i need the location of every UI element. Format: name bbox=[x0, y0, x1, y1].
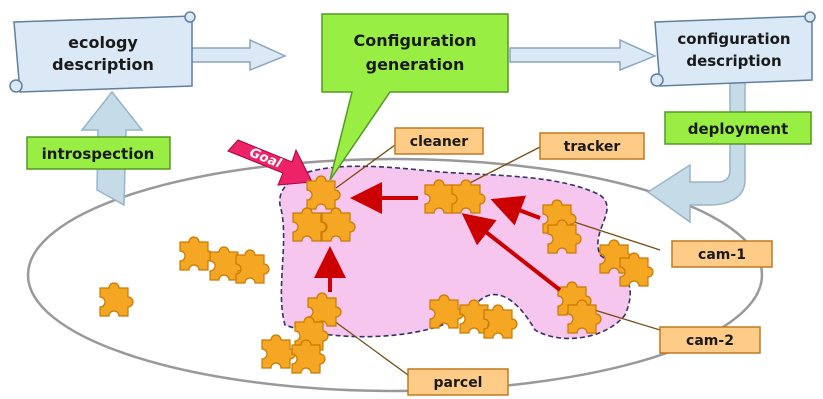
puzzle-free-9 bbox=[483, 304, 518, 339]
puzzle-tracker-b bbox=[451, 179, 486, 214]
configuration-generation-callout: Configuration generation bbox=[321, 13, 509, 181]
callout-line1: Configuration bbox=[353, 31, 476, 50]
svg-text:tracker: tracker bbox=[564, 139, 621, 155]
ecology-description-scroll: ecology description bbox=[9, 11, 196, 93]
svg-text:deployment: deployment bbox=[688, 120, 789, 138]
puzzle-free-11 bbox=[619, 252, 654, 287]
puzzle-free-7 bbox=[429, 294, 464, 329]
svg-text:cam-1: cam-1 bbox=[698, 247, 746, 263]
puzzle-free-3 bbox=[235, 249, 270, 284]
puzzle-free-6 bbox=[291, 339, 326, 374]
svg-text:introspection: introspection bbox=[42, 145, 155, 163]
label-cam1: cam-1 bbox=[671, 240, 773, 268]
label-cam2: cam-2 bbox=[659, 326, 761, 354]
label-tracker: tracker bbox=[539, 132, 645, 160]
ecology-to-generation-arrow bbox=[183, 38, 287, 72]
label-parcel: parcel bbox=[407, 368, 509, 396]
svg-text:cam-2: cam-2 bbox=[686, 333, 734, 349]
configuration-description-scroll: configuration description bbox=[650, 11, 816, 87]
callout-line2: generation bbox=[366, 55, 465, 74]
configuration-line2: description bbox=[686, 52, 781, 70]
cam1-to-tracker-arrow bbox=[490, 195, 541, 226]
introspection-label: introspection bbox=[26, 136, 171, 170]
puzzle-free-1 bbox=[179, 236, 214, 271]
label-cleaner: cleaner bbox=[394, 127, 484, 155]
configuration-line1: configuration bbox=[677, 30, 790, 48]
puzzle-cam2-b bbox=[567, 299, 602, 334]
puzzle-cam1-b bbox=[547, 219, 582, 254]
generation-to-configuration-arrow bbox=[509, 38, 657, 72]
puzzle-cleaner-c bbox=[321, 207, 356, 242]
puzzle-cleaner-a bbox=[306, 175, 341, 210]
ecology-line2: description bbox=[52, 55, 154, 74]
svg-text:parcel: parcel bbox=[434, 375, 483, 391]
connection-arrows bbox=[314, 182, 562, 292]
puzzle-free-4 bbox=[99, 282, 134, 317]
puzzle-free-5 bbox=[261, 334, 296, 369]
deployment-arrow bbox=[646, 77, 746, 224]
puzzle-cleaner-b bbox=[292, 207, 327, 242]
cam2-to-tracker-arrow bbox=[461, 213, 562, 292]
svg-text:cleaner: cleaner bbox=[410, 134, 469, 150]
deployment-label: deployment bbox=[664, 111, 812, 145]
ecology-line1: ecology bbox=[68, 33, 138, 52]
